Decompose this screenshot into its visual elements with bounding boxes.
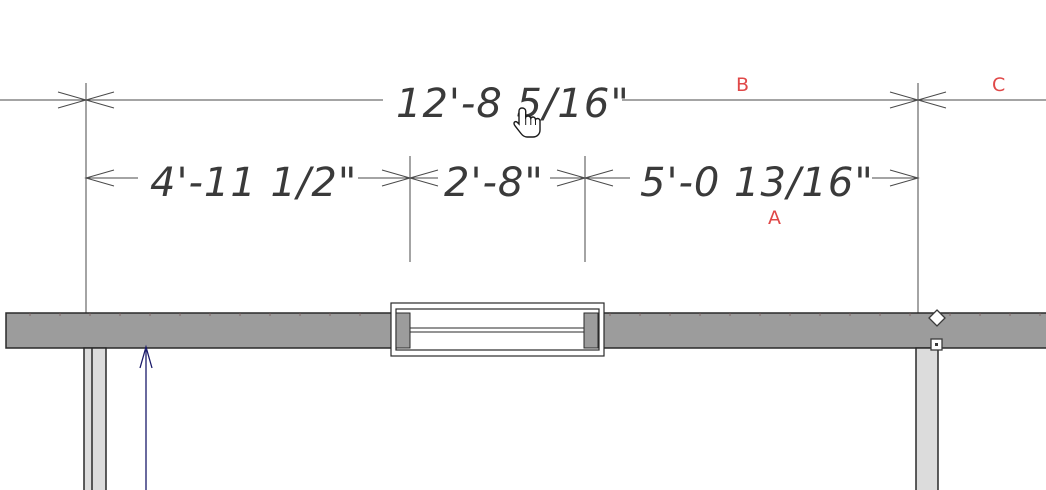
wall-right-vertical[interactable]: [915, 347, 939, 490]
label-a: A: [768, 207, 781, 229]
window-jamb-right: [583, 312, 599, 349]
label-c: C: [992, 74, 1005, 96]
wall-right-horizontal[interactable]: [583, 312, 1046, 349]
hand-pointer-icon: [513, 107, 541, 138]
overall-dimension[interactable]: 12'-8 5/16": [0, 81, 1046, 127]
blue-arrow-head: [139, 344, 153, 369]
walls[interactable]: [5, 312, 1046, 490]
blue-direction-arrow: [139, 344, 153, 490]
extension-lines: [85, 83, 919, 328]
wall-hatch-ticks: [29, 313, 1041, 316]
label-b: B: [736, 74, 749, 96]
segment-dimensions[interactable]: 4'-11 1/2" 2'-8" 5'-0 13/16": [84, 160, 920, 206]
wall-left-vertical[interactable]: [83, 347, 107, 490]
edit-handles[interactable]: [928, 309, 946, 351]
square-handle-dot: [935, 343, 938, 346]
wall-left-horizontal[interactable]: [5, 312, 407, 349]
left-segment-label[interactable]: 4'-11 1/2": [150, 160, 357, 206]
right-segment-label[interactable]: 5'-0 13/16": [640, 160, 874, 206]
window-frame-inner: [395, 308, 600, 351]
window-width-label[interactable]: 2'-8": [444, 160, 544, 206]
diamond-handle-icon[interactable]: [928, 309, 946, 327]
overall-dimension-label[interactable]: 12'-8 5/16": [396, 81, 630, 127]
window-jamb-left: [395, 312, 411, 349]
window[interactable]: [390, 302, 605, 357]
